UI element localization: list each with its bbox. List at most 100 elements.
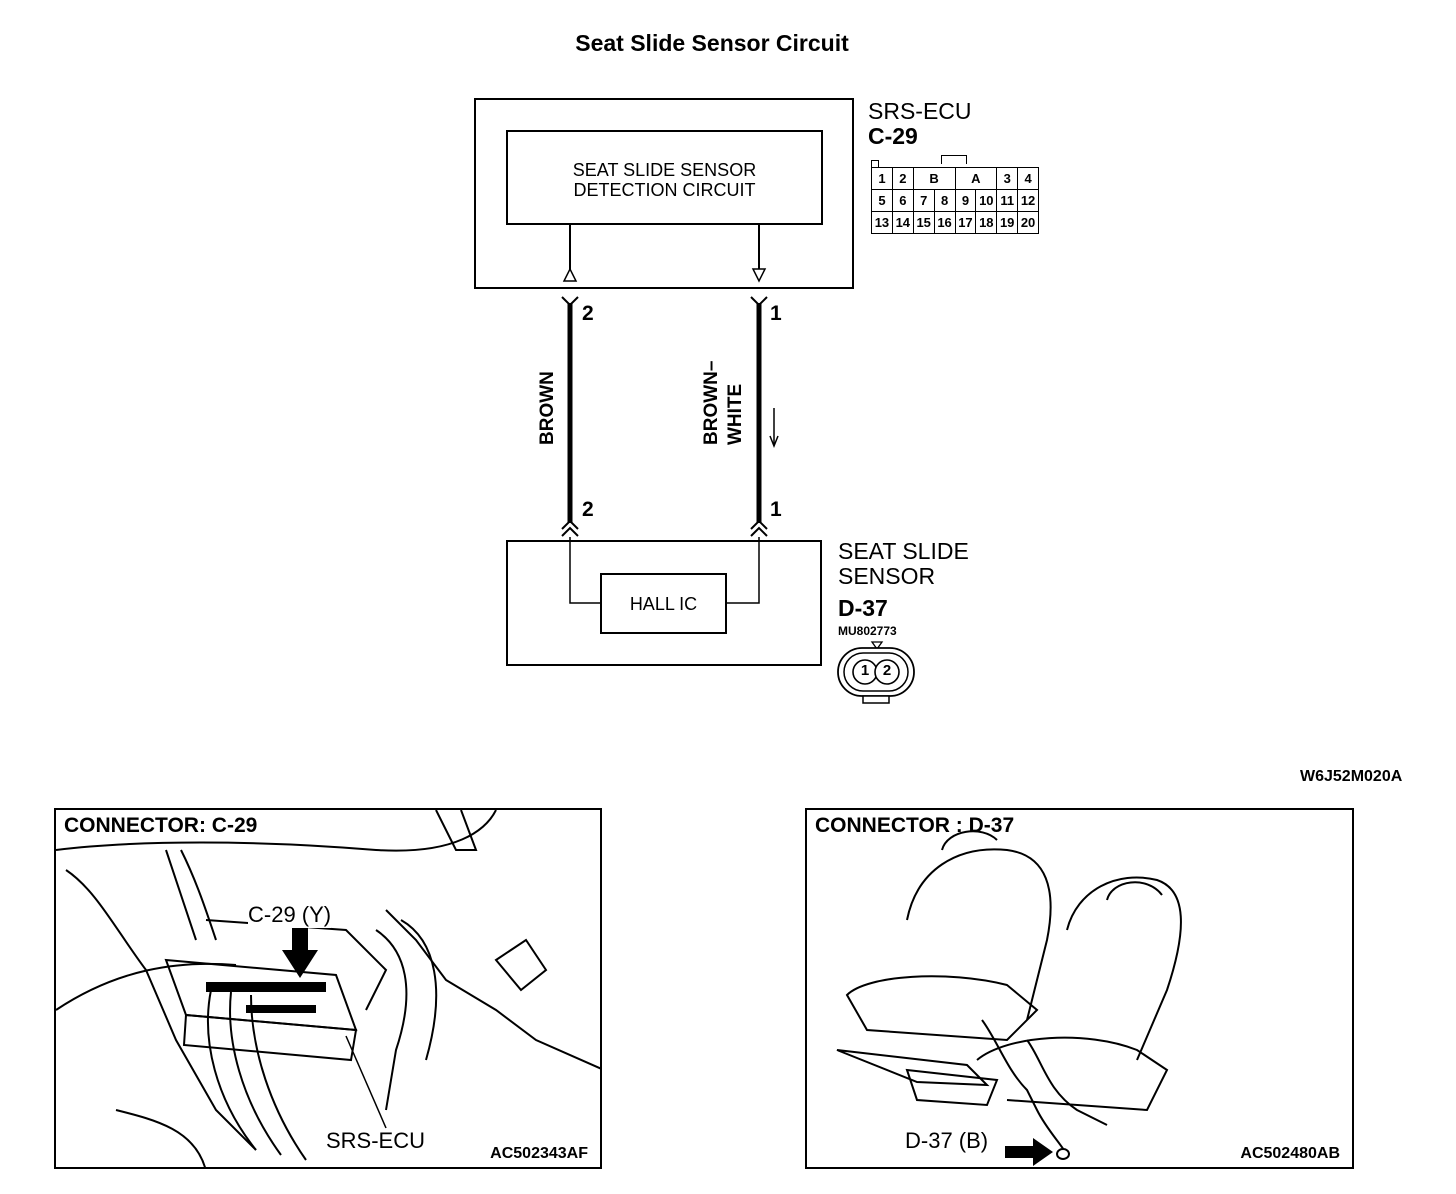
- d37-pointer-arrow: [1005, 1138, 1053, 1166]
- wire-pin-bottom-2: 2: [582, 498, 594, 521]
- harness-3: [250, 994, 307, 1161]
- terminal-triangle-up: [562, 267, 578, 282]
- top-harness: [165, 849, 197, 941]
- seat-slide-sensor-box: [506, 540, 822, 666]
- c29-panel-heading: CONNECTOR: C-29: [64, 814, 258, 837]
- ecu-connector-pinmap: 1 2 B A 3 4 5 6 7 8 9 10 11 12 13 14 15 …: [871, 167, 1039, 234]
- srs-ecu-connector-id: C-29: [868, 123, 918, 149]
- sensor-connector-pin-2: 2: [882, 662, 892, 679]
- connector-pin-circle-2: [874, 659, 900, 685]
- d37-panel-heading: CONNECTOR : D-37: [815, 814, 1015, 837]
- sensor-harness: [981, 1019, 1068, 1156]
- seat-rail: [836, 1049, 990, 1087]
- c29-callout-srs-ecu: SRS-ECU: [326, 1128, 426, 1153]
- ecu-connector-key: [941, 155, 967, 164]
- srs-ecu-leader: [345, 1035, 387, 1129]
- connector-chevron-bottom-1a: [750, 519, 768, 530]
- hall-ic-label: HALL IC: [629, 594, 698, 614]
- pin-cell: 19: [996, 211, 1019, 234]
- pin-cell: 4: [1017, 167, 1039, 190]
- pin-cell: 5: [871, 189, 893, 212]
- pinmap-row: 13 14 15 16 17 18 19 20: [871, 211, 1039, 234]
- pin-cell: 17: [954, 211, 977, 234]
- pin-cell: 14: [891, 211, 914, 234]
- c29-illustration: [56, 810, 600, 1167]
- terminal-triangle-down: [751, 268, 767, 283]
- pin-cell: A: [954, 167, 998, 190]
- sensor-harness-2: [1026, 1039, 1108, 1126]
- pin-cell: 11: [996, 189, 1019, 212]
- pin-cell: 9: [954, 189, 977, 212]
- internal-line-1: [758, 225, 760, 270]
- detection-circuit-label-2: DETECTION CIRCUIT: [573, 180, 756, 200]
- sensor-name-line2: SENSOR: [838, 563, 936, 589]
- wire-pin-top-2: 2: [582, 302, 594, 325]
- detection-circuit-box: SEAT SLIDE SENSOR DETECTION CIRCUIT: [506, 130, 823, 225]
- connector-chevron-bottom-1b: [750, 526, 768, 537]
- pin-cell: 2: [891, 167, 914, 190]
- wire-color-brown-white-1: BROWN–: [701, 360, 722, 445]
- seat2-back: [1066, 876, 1182, 1061]
- pin-cell: 16: [933, 211, 956, 234]
- pin-cell: 12: [1017, 189, 1039, 212]
- seat2-cushion: [976, 1036, 1169, 1112]
- top-harness-2: [180, 849, 217, 941]
- c29-callout-connector: C-29 (Y): [248, 902, 332, 928]
- seat-rail-2: [905, 1068, 999, 1107]
- pin-cell: 20: [1017, 211, 1039, 234]
- wiring-svg: [561, 267, 779, 604]
- figure-code: W6J52M020A: [1300, 768, 1403, 785]
- connector-face-tab: [862, 695, 890, 704]
- harness-2: [229, 991, 282, 1156]
- lower-left-part: [115, 1109, 206, 1167]
- pin-cell: 1: [871, 167, 893, 190]
- hall-ic-box: HALL IC: [600, 573, 727, 634]
- console-left: [65, 869, 257, 1151]
- dash-outline: [56, 810, 497, 852]
- right-bracket: [375, 929, 408, 1111]
- sensor-name-line1: SEAT SLIDE: [838, 538, 969, 564]
- detection-circuit-label-1: SEAT SLIDE SENSOR: [572, 160, 757, 180]
- pin-cell: B: [912, 167, 956, 190]
- wire-pin-top-1: 1: [770, 302, 782, 325]
- seat2-headrest: [1106, 881, 1163, 901]
- sensor-connector-pin-1: 1: [860, 662, 870, 679]
- pin-cell: 13: [871, 211, 893, 234]
- srs-ecu-name: SRS-ECU: [868, 98, 972, 124]
- connector-chevron-bottom-2b: [561, 526, 579, 537]
- seat1-back: [906, 848, 1052, 1021]
- sensor-connector-face: [837, 641, 915, 704]
- d37-illustration: [836, 830, 1182, 1166]
- d37-panel-code: AC502480AB: [1240, 1145, 1340, 1162]
- c29-pointer-arrow: [282, 922, 318, 978]
- d37-connector-shape: [1056, 1148, 1070, 1160]
- mount-bolt: [494, 938, 548, 992]
- pinmap-row: 1 2 B A 3 4: [871, 167, 1039, 190]
- harness-1: [207, 989, 257, 1151]
- pin-cell: 15: [912, 211, 935, 234]
- internal-line-2: [569, 225, 571, 270]
- wire-color-brown: BROWN: [537, 371, 558, 445]
- pin-cell: 3: [996, 167, 1019, 190]
- connector-d37-panel: CONNECTOR : D-37 D-37 (B) AC502480AB: [805, 808, 1354, 1169]
- ecu-pin-block-2: [246, 1005, 316, 1013]
- d37-callout-connector: D-37 (B): [905, 1128, 989, 1153]
- pin-cell: 10: [975, 189, 998, 212]
- wire-pin-bottom-1: 1: [770, 498, 782, 521]
- pin-cell: 6: [891, 189, 914, 212]
- pin-cell: 18: [975, 211, 998, 234]
- connector-chevron-bottom-2a: [561, 519, 579, 530]
- ecu-body: [164, 958, 358, 1032]
- console-right: [385, 909, 600, 1070]
- seat1-headrest: [941, 830, 998, 851]
- sensor-internal-line-2: [569, 537, 600, 604]
- wire-color-brown-white-2: WHITE: [725, 383, 746, 445]
- pillar: [435, 810, 478, 851]
- c29-panel-code: AC502343AF: [490, 1145, 588, 1162]
- sensor-connector-id: D-37: [838, 595, 888, 621]
- pin-cell: 8: [933, 189, 956, 212]
- right-bracket-2: [400, 919, 438, 1061]
- pin-cell: 7: [912, 189, 935, 212]
- sensor-internal-line-1: [727, 537, 760, 604]
- sensor-part-number: MU802773: [838, 624, 897, 638]
